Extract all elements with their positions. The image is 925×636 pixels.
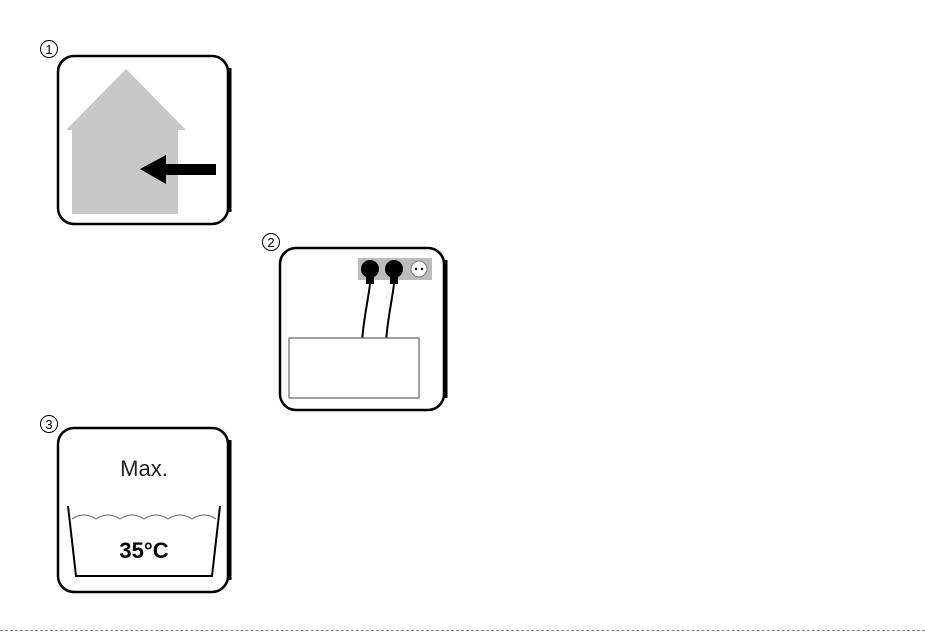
house-arrow-indoor-icon xyxy=(56,54,232,226)
water-tank-max-temperature-icon: Max. 35°C xyxy=(56,426,232,596)
empty-socket-icon xyxy=(411,261,427,277)
device-box xyxy=(289,338,419,398)
max-label: Max. xyxy=(120,456,168,481)
panel-frame xyxy=(58,428,228,592)
plug-socket-device-icon xyxy=(278,246,450,414)
page-bottom-rule xyxy=(0,630,925,631)
temperature-label: 35°C xyxy=(119,538,168,563)
